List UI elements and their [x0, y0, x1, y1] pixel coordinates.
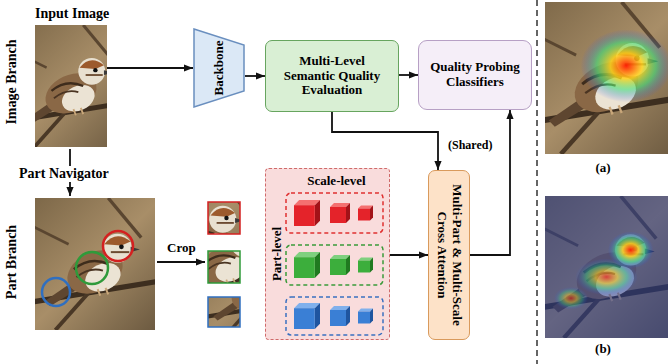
classifier-box: Quality Probing Classifiers — [418, 40, 532, 110]
image-heading: Input Image — [35, 6, 109, 22]
attention-box: Multi-Part & Multi-Scale Cross Attention — [428, 170, 470, 340]
flow-arrow — [245, 75, 265, 77]
branch-label: Image Branch — [4, 38, 20, 125]
flow-arrow — [470, 110, 510, 255]
crop-frame — [208, 297, 240, 327]
step-label: Crop — [166, 241, 197, 256]
flow-arrow — [107, 67, 193, 69]
attention-label: Multi-Part & Multi-Scale Cross Attention — [434, 176, 464, 334]
classifier-label: Quality Probing Classifiers — [419, 60, 531, 90]
image-frame: Input Image — [35, 25, 107, 147]
process-box: Multi-Level Semantic Quality Evaluation — [265, 40, 399, 112]
backbone-trapezoid: Backbone — [193, 28, 245, 108]
flow-arrow — [332, 112, 438, 170]
branch-label: Part Branch — [4, 224, 20, 300]
process-label: Multi-Level Semantic Quality Evaluation — [266, 54, 398, 99]
flow-arrow — [390, 254, 428, 256]
step-label: Part Navigator — [18, 166, 110, 182]
part-circle — [103, 231, 133, 261]
part-circle — [42, 278, 70, 306]
part-label: Part-level — [270, 227, 285, 281]
input-photo — [4, 25, 138, 147]
panel-label: (b) — [594, 342, 612, 357]
note-label: (Shared) — [447, 139, 493, 153]
part-photo — [22, 198, 167, 330]
part-circle — [76, 252, 108, 284]
scale-label: Scale-level — [284, 174, 389, 189]
heatmap — [528, 196, 668, 338]
part-level-panel: Scale-levelPart-level — [265, 168, 390, 340]
feature-cubes — [266, 169, 391, 341]
heatmap — [523, 2, 668, 154]
crop-arrow — [157, 261, 205, 263]
crop-frame — [208, 251, 240, 283]
block-label: Backbone — [212, 41, 227, 96]
crop-image — [134, 172, 269, 295]
panel-label: (a) — [594, 161, 611, 176]
flow-arrow — [399, 74, 418, 76]
separator-line — [536, 0, 538, 364]
crop-frame — [208, 202, 240, 234]
